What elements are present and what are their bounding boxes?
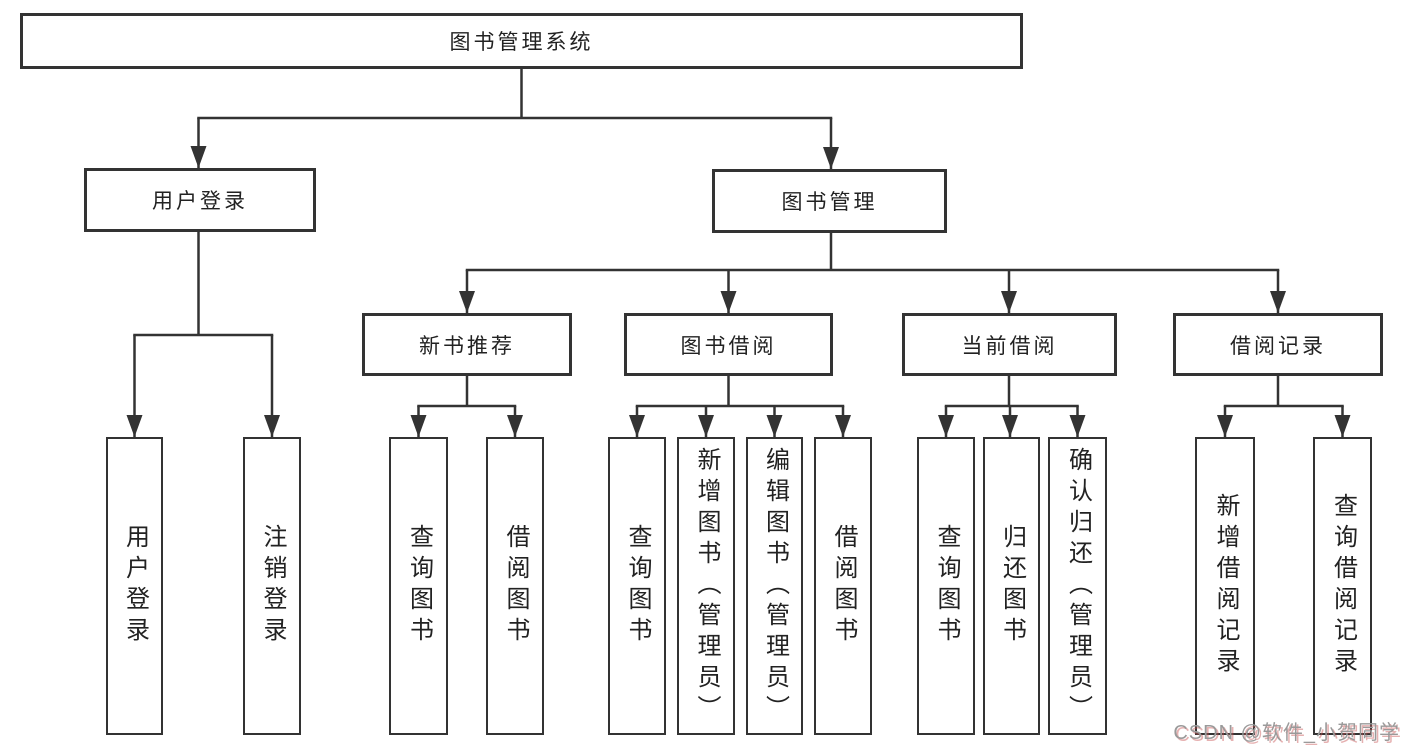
node-root: 图书管理系统 xyxy=(20,13,1023,69)
node-book-management-label: 图书管理 xyxy=(781,191,878,214)
node-book-borrow-label: 图书借阅 xyxy=(680,334,777,358)
leaf-borrow-query-book: 查询图书 xyxy=(608,437,666,735)
leaf-newbook-borrow-book: 借阅图书 xyxy=(486,437,544,735)
leaf-current-query-book-label: 查询图书 xyxy=(933,524,960,648)
node-book-borrow: 图书借阅 xyxy=(624,313,833,376)
leaf-borrow-edit-book-admin: 编辑图书（管理员） xyxy=(746,437,803,735)
leaf-current-return-book-label: 归还图书 xyxy=(998,524,1026,648)
leaf-records-query-record: 查询借阅记录 xyxy=(1313,437,1372,735)
leaf-borrow-borrow-book: 借阅图书 xyxy=(814,437,872,735)
node-root-label: 图书管理系统 xyxy=(449,31,594,54)
leaf-newbook-borrow-book-label: 借阅图书 xyxy=(502,524,529,648)
leaf-records-add-record: 新增借阅记录 xyxy=(1195,437,1255,735)
leaf-current-confirm-return-admin-label: 确认归还（管理员） xyxy=(1064,446,1092,726)
node-new-book-recommend: 新书推荐 xyxy=(362,313,572,376)
leaf-current-confirm-return-admin: 确认归还（管理员） xyxy=(1048,437,1107,735)
node-borrow-records-label: 借阅记录 xyxy=(1230,334,1326,358)
leaf-newbook-query-book: 查询图书 xyxy=(389,437,448,735)
leaf-current-return-book: 归还图书 xyxy=(983,437,1040,735)
leaf-records-query-record-label: 查询借阅记录 xyxy=(1329,493,1357,679)
leaf-user-login-label: 用户登录 xyxy=(121,524,149,648)
node-new-book-recommend-label: 新书推荐 xyxy=(419,334,515,358)
leaf-logout-label: 注销登录 xyxy=(259,524,286,648)
leaf-user-login: 用户登录 xyxy=(106,437,163,735)
node-borrow-records: 借阅记录 xyxy=(1173,313,1383,376)
node-current-borrow-label: 当前借阅 xyxy=(961,334,1058,358)
leaf-logout: 注销登录 xyxy=(243,437,301,735)
leaf-borrow-query-book-label: 查询图书 xyxy=(624,524,651,648)
leaf-borrow-borrow-book-label: 借阅图书 xyxy=(830,524,857,648)
leaf-borrow-add-book-admin: 新增图书（管理员） xyxy=(677,437,735,735)
node-current-borrow: 当前借阅 xyxy=(902,313,1117,376)
node-user-login-label: 用户登录 xyxy=(152,190,248,213)
leaf-borrow-add-book-admin-label: 新增图书（管理员） xyxy=(693,446,720,726)
leaf-borrow-edit-book-admin-label: 编辑图书（管理员） xyxy=(761,446,789,726)
watermark: CSDN @软件_小贺同学 xyxy=(1173,722,1400,744)
leaf-current-query-book: 查询图书 xyxy=(917,437,975,735)
node-book-management: 图书管理 xyxy=(712,169,947,233)
leaf-records-add-record-label: 新增借阅记录 xyxy=(1212,493,1239,679)
leaf-newbook-query-book-label: 查询图书 xyxy=(405,524,433,648)
node-user-login: 用户登录 xyxy=(84,168,316,232)
